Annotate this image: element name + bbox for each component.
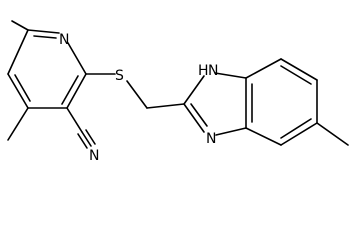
bond-c2im-n3 [183, 103, 205, 133]
benzimidazole-imine-n-label: N [206, 131, 216, 147]
nitrile-nitrogen-label: N [89, 148, 99, 164]
bond-c2-c3 [66, 73, 87, 109]
bond-c7-c6-double [280, 65, 312, 85]
bond-c5-c4 [280, 122, 318, 146]
bond-c5-ch3 [316, 122, 349, 146]
bond-cn-triple-1 [81, 131, 92, 147]
bond-n3-c3a [215, 127, 247, 136]
bond-c4-c3a [245, 127, 282, 146]
bond-n1-c2 [67, 42, 87, 75]
bond-c7a-c7 [245, 58, 282, 79]
bond-c4-c5 [7, 73, 29, 109]
bond-c2im-nh [183, 75, 205, 105]
benzimidazole-nh-n-label: N [208, 63, 218, 79]
bond-c2im-n3-double [190, 103, 208, 127]
bond-c4-ch3 [7, 107, 29, 141]
bond-ch3-c6 [11, 20, 29, 31]
bond-s-ch2 [126, 80, 148, 109]
sulfur-label: S [115, 68, 124, 84]
bond-c7-c6 [280, 58, 318, 81]
bond-c6-n1-double [33, 35, 57, 39]
bond-c5-c4-double [280, 118, 312, 139]
bond-ch2-c2im [146, 103, 185, 109]
bond-nh-c7a [214, 72, 247, 79]
benzimidazole-nh-h-label: H [198, 63, 209, 79]
ring-nitrogen-label: N [59, 32, 69, 48]
bond-cn-triple-2 [85, 129, 96, 145]
bonds [7, 20, 349, 149]
bond-c3-cn [66, 107, 83, 133]
atom-labels: N S N H N N [59, 32, 218, 164]
bond-c5-c6 [7, 29, 29, 75]
molecule-structure-diagram: N S N H N N [7, 20, 349, 164]
bond-cn-triple-3 [77, 133, 88, 149]
bond-c4-c5-double [14, 74, 31, 102]
bond-c6-n1 [27, 29, 60, 34]
bond-c2-c3-double [61, 75, 79, 105]
